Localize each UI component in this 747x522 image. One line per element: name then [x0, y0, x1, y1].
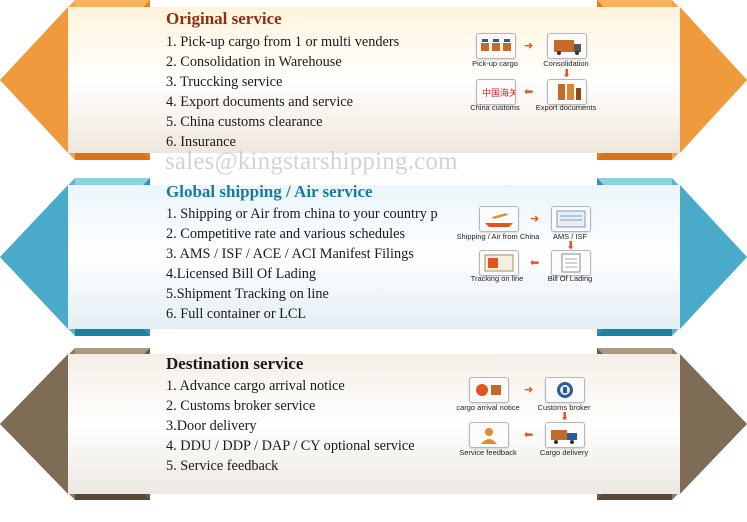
- list-item: 6. Full container or LCL: [166, 306, 307, 322]
- arrow-down-icon: ⬇: [566, 239, 576, 252]
- ship-plane-icon: [479, 206, 519, 232]
- list-item: 3. Truccking service: [166, 74, 283, 90]
- pick-up-cargo-icon: [476, 33, 516, 59]
- list-item: 5.Shipment Tracking on line: [166, 286, 329, 302]
- service-feedback-label: Service feedback: [459, 448, 517, 457]
- list-item: 5. China customs clearance: [166, 114, 323, 130]
- destination-service-band: Destination service 1. Advance cargo arr…: [0, 348, 747, 500]
- global-shipping-title: Global shipping / Air service: [166, 182, 373, 201]
- arrow-left-icon: ⬅: [524, 85, 534, 98]
- shipping-air-label: Shipping / Air from China: [456, 232, 540, 241]
- ams-isf-label: AMS / ISF: [552, 232, 588, 241]
- list-item: 6. Insurance: [166, 134, 236, 150]
- original-service-title: Original service: [166, 9, 282, 28]
- list-item: 3.Door delivery: [166, 418, 257, 434]
- service-feedback-icon: [469, 422, 509, 448]
- list-item: 4. Export documents and service: [166, 94, 353, 110]
- china-customs-label: China customs: [470, 103, 520, 112]
- global-shipping-band: Global shipping / Air service 1. Shippin…: [0, 178, 747, 336]
- cargo-arrival-notice-label: cargo arrival notice: [456, 403, 520, 412]
- bill-of-lading-icon: [551, 250, 591, 276]
- destination-band-shape: [0, 348, 747, 500]
- global-shipping-list: 1. Shipping or Air from china to your co…: [166, 204, 438, 324]
- destination-service-list: 1. Advance cargo arrival notice 2. Custo…: [166, 376, 415, 476]
- tracking-online-icon: [479, 250, 519, 276]
- export-documents-icon: [547, 79, 587, 105]
- china-customs-icon: 中国海关: [476, 79, 516, 105]
- list-item: 1. Advance cargo arrival notice: [166, 378, 345, 394]
- list-item: 1. Pick-up cargo from 1 or multi venders: [166, 34, 400, 50]
- original-band-shape: [0, 0, 747, 160]
- customs-broker-label: Customs broker: [537, 403, 591, 412]
- tracking-online-label: Tracking on line: [470, 274, 524, 283]
- list-item: 1. Shipping or Air from china to your co…: [166, 206, 438, 222]
- destination-service-title: Destination service: [166, 354, 304, 373]
- arrow-down-icon: ⬇: [562, 67, 572, 80]
- list-item: 4. DDU / DDP / DAP / CY optional service: [166, 438, 415, 454]
- watermark-text: sales@kingstarshipping.com: [165, 148, 458, 175]
- global-band-shape: [0, 178, 747, 336]
- list-item: 3. AMS / ISF / ACE / ACI Manifest Filing…: [166, 246, 414, 262]
- list-item: 4.Licensed Bill Of Lading: [166, 266, 317, 282]
- customs-broker-icon: [545, 377, 585, 403]
- arrow-right-icon: ➜: [524, 383, 534, 396]
- export-documents-label: Export documents: [535, 103, 597, 112]
- svg-text:中国海关: 中国海关: [482, 87, 515, 99]
- pick-up-cargo-label: Pick-up cargo: [472, 59, 518, 68]
- cargo-delivery-icon: [545, 422, 585, 448]
- ams-isf-icon: [551, 206, 591, 232]
- original-service-list: 1. Pick-up cargo from 1 or multi venders…: [166, 32, 399, 152]
- consolidation-label: Consolidation: [543, 59, 589, 68]
- arrow-right-icon: ➜: [530, 212, 540, 225]
- list-item: 5. Service feedback: [166, 458, 279, 474]
- arrow-right-icon: ➜: [524, 39, 534, 52]
- bill-of-lading-label: Bill Of Lading: [547, 274, 593, 283]
- cargo-delivery-label: Cargo delivery: [539, 448, 589, 457]
- arrow-left-icon: ⬅: [530, 256, 540, 269]
- arrow-left-icon: ⬅: [524, 428, 534, 441]
- list-item: 2. Consolidation in Warehouse: [166, 54, 342, 70]
- consolidation-icon: [547, 33, 587, 59]
- arrow-down-icon: ⬇: [560, 410, 570, 423]
- original-service-band: Original service 1. Pick-up cargo from 1…: [0, 0, 747, 160]
- list-item: 2. Customs broker service: [166, 398, 316, 414]
- list-item: 2. Competitive rate and various schedule…: [166, 226, 406, 242]
- cargo-arrival-notice-icon: [469, 377, 509, 403]
